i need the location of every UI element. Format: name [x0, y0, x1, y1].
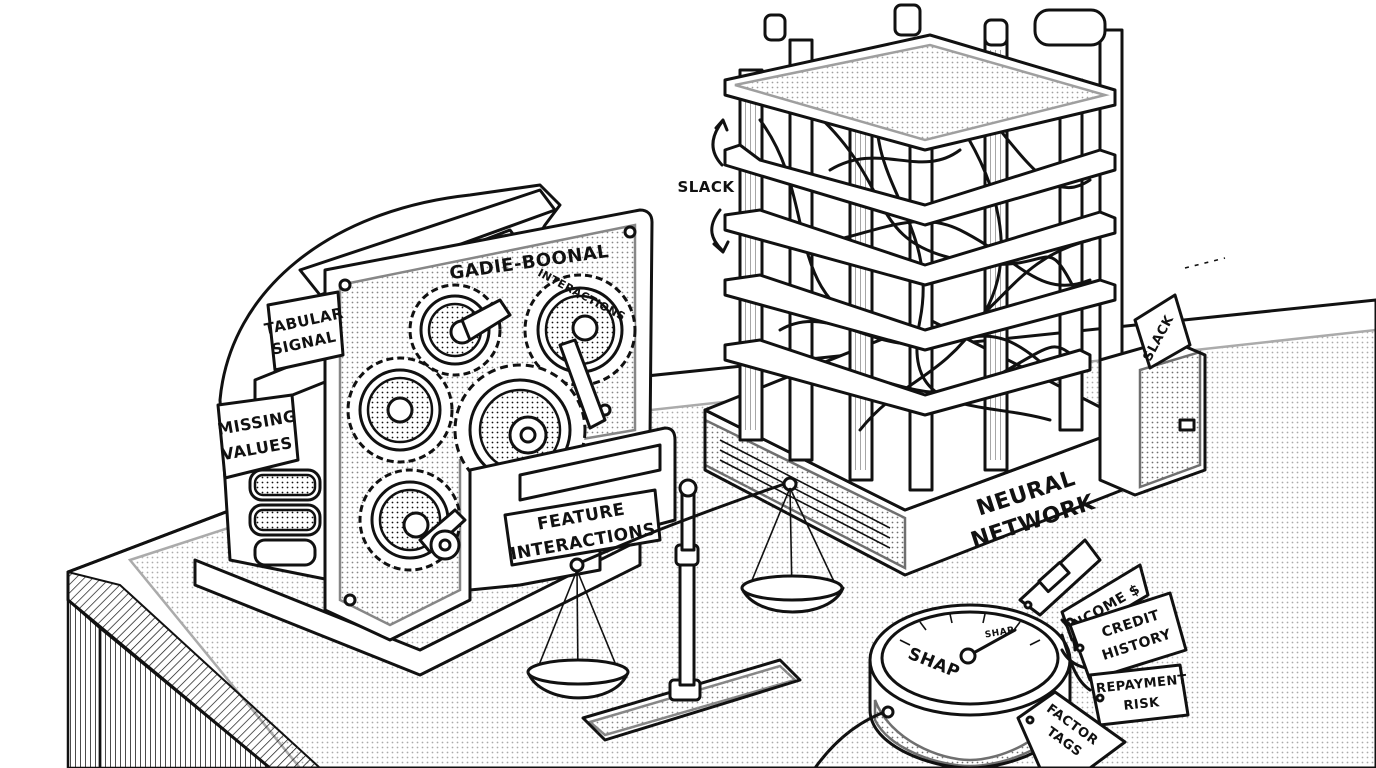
neural-network-tower: NEURAL NETWORK: [677, 3, 1226, 577]
curved-arrow-icon: [711, 118, 729, 167]
roller-stack: [248, 468, 322, 567]
base-vents: [719, 439, 891, 549]
tower-tray: [723, 273, 1117, 352]
balance-scale-icon: [526, 476, 845, 742]
tower-tray: [723, 143, 1117, 227]
tag-repayment-risk: REPAYMENT RISK: [1088, 663, 1190, 727]
tag-credit-history: CREDIT HISTORY: [1068, 591, 1188, 682]
side-slack-box: [1098, 338, 1207, 497]
gear-icon: [346, 356, 454, 464]
gradient-boosting-machine: TABULAR SIGNAL MISSING VALUES GADIE-BOON…: [193, 183, 677, 677]
slack-left-label: SLACK: [677, 178, 735, 196]
tag-icon: SLACK: [1133, 293, 1192, 370]
dial-gauge-icon: SHAP SHAP: [813, 603, 1072, 768]
gear-icon: [523, 273, 637, 387]
curved-arrow-icon: [710, 208, 730, 254]
tag-repay-line2: RISK: [1123, 695, 1161, 714]
label-missing-values: MISSING VALUES: [216, 393, 300, 480]
tag-icon: [1018, 538, 1102, 617]
label-tabular-signal: TABULAR SIGNAL: [263, 290, 345, 372]
tower-tray: [723, 338, 1092, 417]
tower-tray: [723, 33, 1117, 152]
tower-tray: [723, 208, 1117, 287]
